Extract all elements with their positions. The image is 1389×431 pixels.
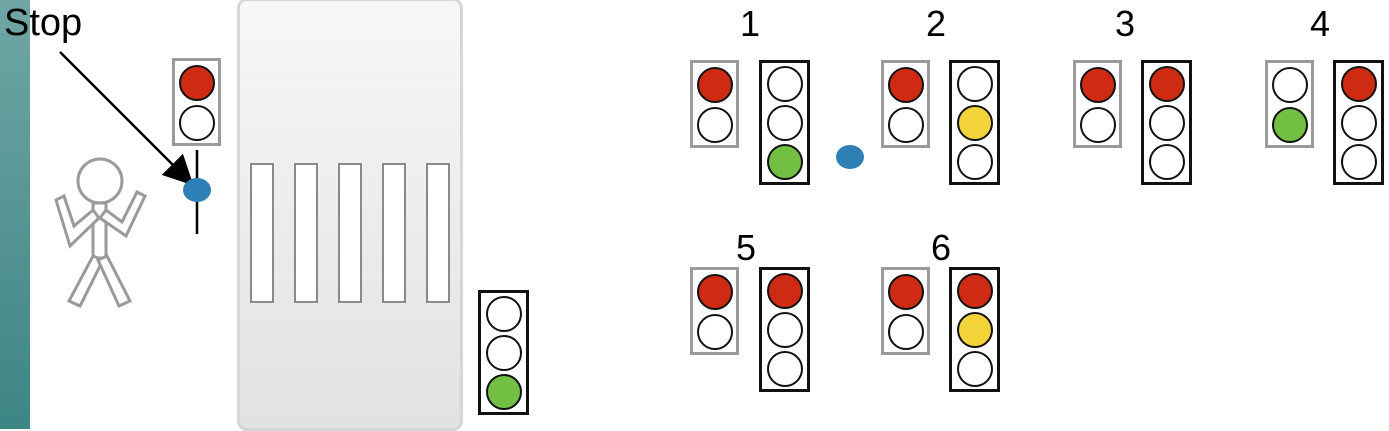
stop-arrow	[59, 51, 194, 186]
pedestrian-lamp-off	[888, 314, 924, 350]
phase-number-1: 1	[739, 3, 761, 44]
pedestrian-lamp-off	[1272, 67, 1308, 103]
phase-6-vehicle-signal	[949, 267, 1000, 392]
phase-2-pedestrian-signal	[881, 60, 930, 148]
phase-number-5: 5	[735, 227, 757, 268]
vehicle-lamp-off	[1341, 144, 1377, 180]
scene-drawing	[54, 51, 199, 308]
crosswalk-stripe	[382, 163, 406, 303]
phase-number-2: 2	[925, 3, 947, 44]
vehicle-lamp-red	[767, 273, 803, 309]
phase-2-vehicle-signal	[949, 60, 1000, 185]
phase-5-vehicle-signal	[759, 267, 810, 392]
scene-vehicle-signal	[478, 290, 529, 415]
stop-label: Stop	[4, 2, 83, 44]
crosswalk-stripe	[294, 163, 318, 303]
phase-1-button-indicator	[836, 145, 864, 169]
vehicle-lamp-off	[767, 351, 803, 387]
pedestrian-lamp-off	[697, 107, 733, 143]
road	[237, 0, 463, 431]
pedestrian-lamp-off	[1080, 107, 1116, 143]
vehicle-lamp-off	[767, 312, 803, 348]
pedestrian-figure	[54, 157, 147, 308]
phase-6-pedestrian-signal	[881, 267, 930, 355]
pedestrian-green-lamp	[179, 105, 215, 141]
pedestrian-lamp-off	[697, 314, 733, 350]
phase-1-pedestrian-signal	[690, 60, 739, 148]
side-accent-bar	[0, 0, 30, 429]
pedestrian-lamp-red	[888, 274, 924, 310]
pedestrian-red-lamp	[179, 65, 215, 101]
vehicle-lamp-off	[767, 105, 803, 141]
phase-4-pedestrian-signal	[1265, 60, 1314, 148]
phase-number-3: 3	[1114, 3, 1136, 44]
phase-3-pedestrian-signal	[1073, 60, 1122, 148]
pedestrian-lamp-green	[1272, 107, 1308, 143]
pedestrian-lamp-red	[888, 67, 924, 103]
phase-number-6: 6	[930, 227, 952, 268]
vehicle-lamp-yellow	[957, 312, 993, 348]
phase-5-pedestrian-signal	[690, 267, 739, 355]
vehicle-lamp-off	[957, 351, 993, 387]
pedestrian-lamp-red	[1080, 67, 1116, 103]
scene-pedestrian-signal	[172, 58, 221, 146]
vehicle-lamp-red	[1341, 66, 1377, 102]
pedestrian-lamp-red	[697, 67, 733, 103]
phase-number-4: 4	[1309, 3, 1331, 44]
crosswalk-stripe	[338, 163, 362, 303]
pedestrian-lamp-red	[697, 274, 733, 310]
phase-1-vehicle-signal	[759, 60, 810, 185]
phase-4-vehicle-signal	[1333, 60, 1384, 185]
signal-button-dot	[183, 178, 211, 202]
vehicle-lamp-off	[957, 144, 993, 180]
phase-3-vehicle-signal	[1141, 60, 1192, 185]
vehicle-red-lamp	[486, 296, 522, 332]
crosswalk-stripe	[426, 163, 450, 303]
crosswalk-stripe	[250, 163, 274, 303]
vehicle-lamp-off	[1149, 105, 1185, 141]
pedestrian-lamp-off	[888, 107, 924, 143]
vehicle-lamp-green	[767, 144, 803, 180]
vehicle-yellow-lamp	[486, 335, 522, 371]
vehicle-lamp-off	[1149, 144, 1185, 180]
vehicle-lamp-red	[1149, 66, 1185, 102]
vehicle-lamp-yellow	[957, 105, 993, 141]
vehicle-lamp-off	[957, 66, 993, 102]
vehicle-lamp-off	[1341, 105, 1377, 141]
vehicle-green-lamp	[486, 374, 522, 410]
vehicle-lamp-red	[957, 273, 993, 309]
vehicle-lamp-off	[767, 66, 803, 102]
